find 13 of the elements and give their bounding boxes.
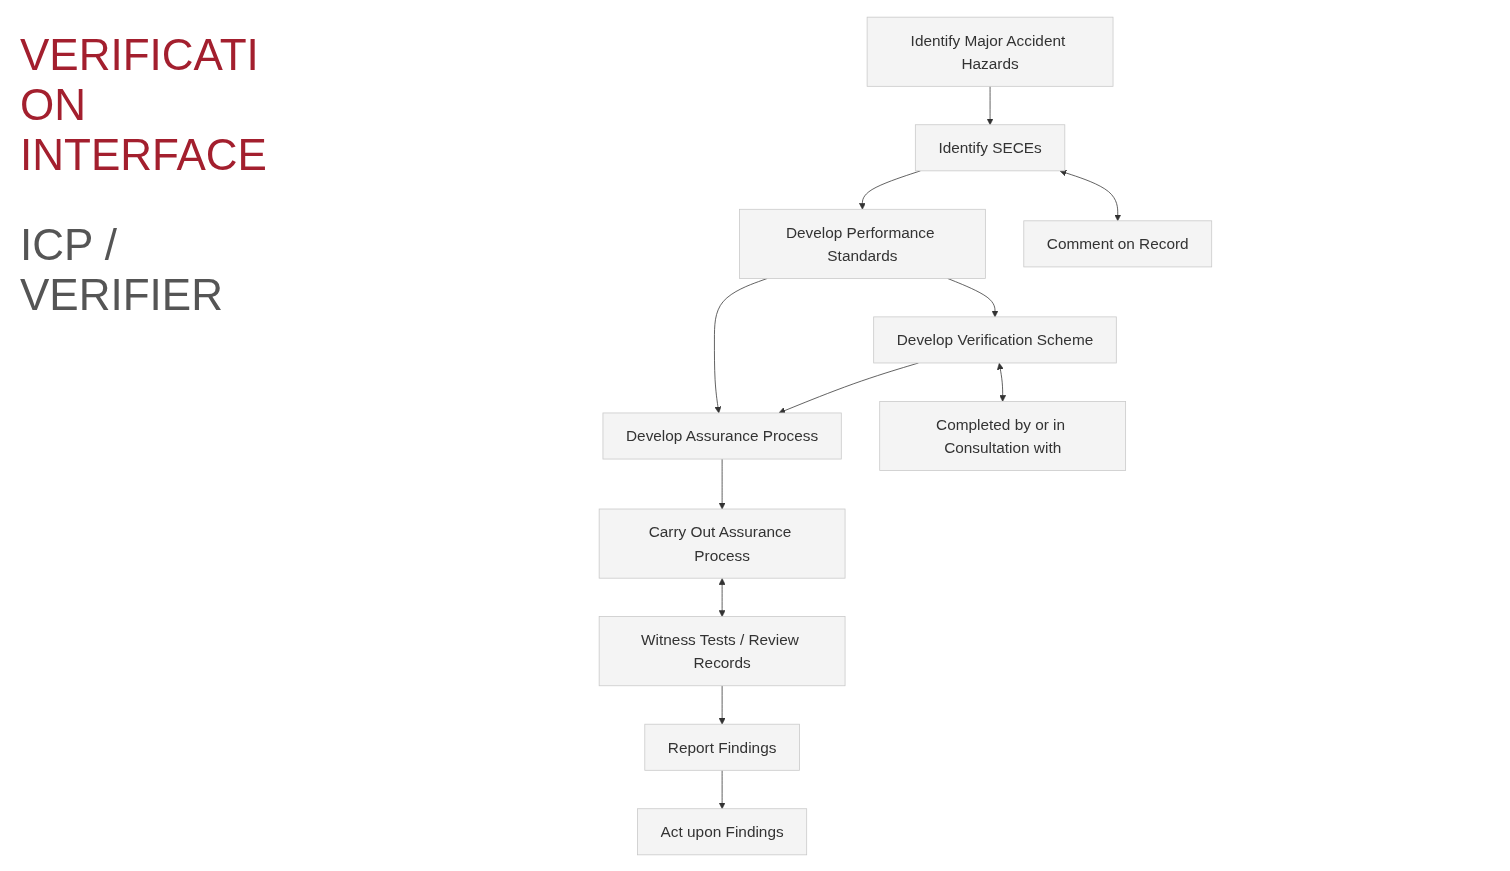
column-heading: ICP / VERIFIER [20,220,224,320]
node-box: Completed by or in Consultation with [878,400,1126,471]
node-box: Identify SECEs [914,123,1065,171]
node-box: Develop Verification Scheme [872,316,1117,363]
node-box: Carry Out Assurance Process [598,508,846,579]
node-box: Witness Tests / Review Records [598,615,846,686]
node-box: Report Findings [644,723,800,771]
section-heading: VERIFICATI ON INTERFACE [20,30,268,180]
node-box: Develop Performance Standards [738,208,986,279]
node-box: Develop Assurance Process [602,412,842,459]
node-box: Identify Major Accident Hazards [866,16,1113,87]
node-box: Comment on Record [1022,219,1212,267]
node-box: Act upon Findings [636,807,807,855]
